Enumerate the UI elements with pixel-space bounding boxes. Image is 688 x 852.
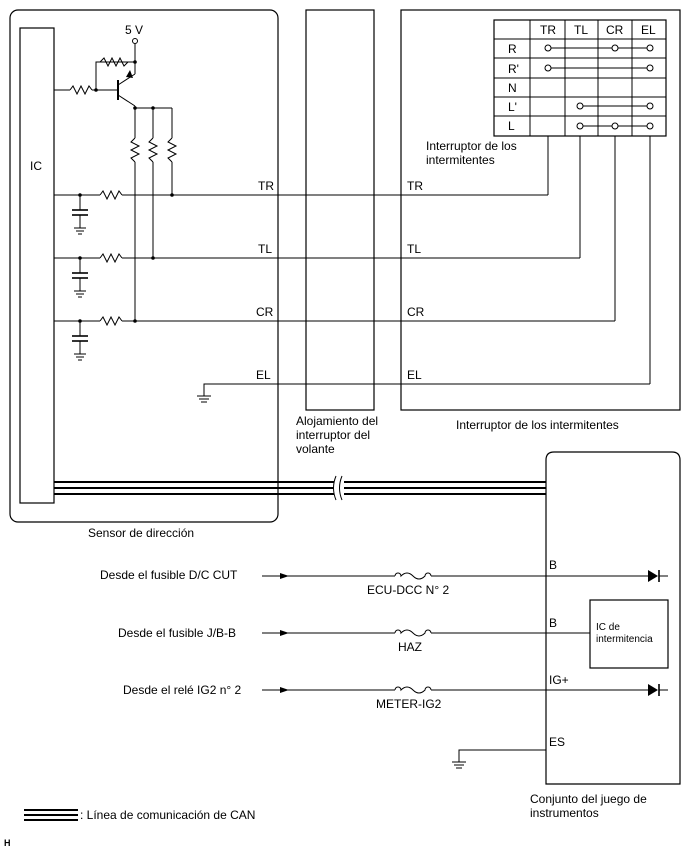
- meter-label-2: instrumentos: [530, 806, 599, 820]
- pullup-resistor-tl: [147, 137, 159, 163]
- housing-label-2: interruptor del: [296, 428, 370, 442]
- meter-outline: [545, 451, 681, 785]
- supply-terminal: [132, 38, 138, 44]
- sensor-tl-label: TL: [258, 242, 272, 256]
- switch-table: TR TL CR EL R R' N L' L: [493, 19, 667, 137]
- turn-switch-outline: [400, 9, 681, 411]
- switch-row-r: R: [508, 42, 517, 56]
- pnp-transistor: [117, 60, 137, 107]
- steering-sensor-block: IC Sensor de dirección 5 V: [9, 9, 306, 540]
- supply-voltage-label: 5 V: [125, 23, 143, 37]
- switch-el-label: EL: [407, 368, 422, 382]
- el-ground: [197, 383, 306, 403]
- power-source-2: Desde el fusible J/B-B: [118, 626, 236, 640]
- ic-block: [19, 27, 55, 504]
- steering-sensor-outline: [9, 9, 279, 523]
- switch-row-l: L: [508, 119, 515, 133]
- can-legend: : Línea de comunicación de CAN: [24, 808, 255, 822]
- switch-cr-label: CR: [407, 305, 425, 319]
- fuse-label-3: METER-IG2: [376, 697, 442, 711]
- diode-ig: [648, 684, 658, 696]
- switch-housing-block: Alojamiento del interruptor del volante: [296, 9, 378, 456]
- flasher-ic-label-1: IC de: [596, 622, 620, 633]
- turn-signal-switch-block: Interruptor de los intermitentes Interru…: [400, 9, 681, 432]
- sensor-el-label: EL: [256, 368, 271, 382]
- switch-housing-outline: [305, 9, 375, 411]
- signal-lines: TR TL CR EL TR TL CR EL: [135, 179, 650, 385]
- fuse-label-1: ECU-DCC N° 2: [367, 583, 449, 597]
- corner-mark: H: [4, 838, 11, 848]
- turn-switch-inner-label-2: intermitentes: [426, 153, 495, 167]
- switch-row-l-prime: L': [508, 100, 517, 114]
- sensor-tr-label: TR: [258, 179, 274, 193]
- switch-row-r-prime: R': [508, 62, 519, 76]
- can-bus: [54, 475, 546, 501]
- housing-label-1: Alojamiento del: [296, 414, 378, 428]
- base-resistor: [69, 84, 93, 96]
- steering-sensor-label: Sensor de dirección: [88, 526, 194, 540]
- combination-meter-block: Conjunto del juego de instrumentos IC de…: [530, 451, 681, 820]
- switch-row-n: N: [508, 81, 517, 95]
- input-network-tr: [54, 189, 172, 235]
- sensor-cr-label: CR: [256, 305, 274, 319]
- meter-label-1: Conjunto del juego de: [530, 792, 647, 806]
- flasher-ic-label-2: intermitencia: [596, 634, 653, 645]
- switch-tr-label: TR: [407, 179, 423, 193]
- flasher-ic-block: [589, 599, 669, 669]
- terminal-label-2: B: [549, 616, 557, 630]
- ground-terminal-label: ES: [549, 735, 565, 749]
- fuse-haz: [394, 629, 432, 637]
- es-ground: ES: [452, 735, 565, 769]
- switch-tl-label: TL: [407, 242, 421, 256]
- power-input-2: Desde el fusible J/B-B HAZ B: [118, 616, 590, 654]
- pullup-resistor-cr: [129, 137, 141, 163]
- turn-switch-inner-label-1: Interruptor de los: [426, 139, 517, 153]
- fuse-meter-ig2: [394, 686, 432, 694]
- fuse-label-2: HAZ: [398, 640, 422, 654]
- bias-resistor: [99, 56, 129, 68]
- switch-col-el: EL: [641, 23, 656, 37]
- switch-col-cr: CR: [606, 23, 624, 37]
- power-input-1: Desde el fusible D/C CUT ECU-DCC N° 2 B: [100, 558, 668, 597]
- fuse-ecu-dcc: [394, 572, 432, 580]
- switch-col-tl: TL: [574, 23, 588, 37]
- switch-col-tr: TR: [540, 23, 556, 37]
- terminal-label-1: B: [549, 558, 557, 572]
- power-input-3: Desde el relé IG2 n° 2 METER-IG2 IG+: [123, 673, 668, 711]
- input-network-cr: [54, 315, 135, 361]
- input-network-tl: [54, 252, 153, 298]
- terminal-label-3: IG+: [549, 673, 569, 687]
- ic-label: IC: [30, 159, 42, 173]
- housing-label-3: volante: [296, 442, 335, 456]
- diode-b1: [648, 570, 658, 582]
- can-legend-label: : Línea de comunicación de CAN: [80, 808, 255, 822]
- turn-switch-caption: Interruptor de los intermitentes: [456, 418, 619, 432]
- power-source-1: Desde el fusible D/C CUT: [100, 568, 238, 582]
- power-source-3: Desde el relé IG2 n° 2: [123, 683, 242, 697]
- pullup-resistor-tr: [166, 137, 178, 163]
